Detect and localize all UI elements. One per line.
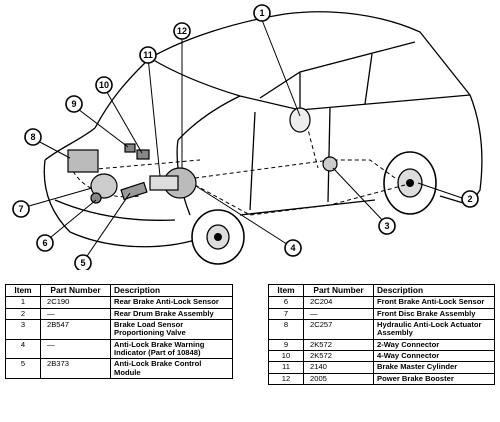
part-number: 2140 [303,361,374,374]
two-way-connector-component [124,143,136,153]
item-number: 11 [268,361,304,374]
part-description: Anti-Lock Brake Control Module [110,358,233,379]
proportioning-valve-component [322,156,338,172]
item-number: 5 [5,358,41,379]
header-description: Description [373,283,495,298]
callout-5: 5 [74,254,92,270]
item-number: 10 [268,349,304,363]
part-description: Rear Brake Anti-Lock Sensor [110,296,233,309]
part-number: 2C190 [40,296,111,309]
callout-9: 9 [65,95,83,113]
item-number: 8 [268,318,304,340]
part-description: Front Disc Brake Assembly [373,307,495,320]
part-description: Rear Drum Brake Assembly [110,307,233,320]
part-description: Power Brake Booster [373,372,495,385]
item-number: 6 [268,296,304,309]
header-item: Item [268,283,304,298]
part-number: 2B547 [40,318,111,340]
components [67,107,338,204]
callout-11: 11 [139,46,157,64]
part-description: 4-Way Connector [373,349,495,363]
item-number: 7 [268,307,304,320]
vehicle-abs-diagram: 1 2 3 4 5 6 7 8 9 10 11 12 [12,4,483,270]
callout-10: 10 [95,76,113,94]
item-number: 4 [5,338,41,360]
leader-lines [21,19,466,263]
control-module-component [120,181,148,201]
part-description: 2-Way Connector [373,338,495,351]
four-way-connector-component [136,149,150,160]
svg-text:8: 8 [30,132,35,142]
part-description: Front Brake Anti-Lock Sensor [373,296,495,309]
callout-4: 4 [284,239,302,257]
brake-lines [69,117,406,216]
item-number: 12 [268,372,304,385]
header-item: Item [5,283,41,298]
table-header-row: Item Part Number Description [268,283,495,298]
header-part-number: Part Number [40,283,111,298]
part-description: Anti-Lock Brake Warning Indicator (Part … [110,338,233,360]
item-number: 1 [5,296,41,309]
part-description: Brake Load Sensor Proportioning Valve [110,318,233,340]
part-description: Brake Master Cylinder [373,361,495,374]
svg-text:10: 10 [99,80,109,90]
front-disc-component [90,173,118,199]
svg-text:1: 1 [259,8,264,18]
part-number: — [40,307,111,320]
rear-sensor-component [289,107,311,133]
master-cylinder-component [149,175,179,191]
part-number: 2005 [303,372,374,385]
front-sensor-component [90,192,102,204]
part-number: — [40,338,111,360]
table-row: 7—Front Disc Brake Assembly [268,307,495,320]
callout-1: 1 [253,4,271,22]
part-description: Hydraulic Anti-Lock Actuator Assembly [373,318,495,340]
header-part-number: Part Number [303,283,374,298]
table-row: 4—Anti-Lock Brake Warning Indicator (Par… [5,338,233,360]
part-number: 2B373 [40,358,111,379]
part-number: 2C204 [303,296,374,309]
callout-12: 12 [173,22,191,40]
table-row: 2—Rear Drum Brake Assembly [5,307,233,320]
svg-text:2: 2 [467,194,472,204]
callout-7: 7 [12,200,30,218]
svg-text:4: 4 [290,243,295,253]
part-number: 2K572 [303,349,374,363]
svg-text:3: 3 [384,221,389,231]
callout-3: 3 [378,217,396,235]
item-number: 3 [5,318,41,340]
callout-6: 6 [36,234,54,252]
callout-8: 8 [24,128,42,146]
svg-text:7: 7 [18,204,23,214]
svg-text:11: 11 [143,50,153,60]
svg-text:9: 9 [71,99,76,109]
rear-wheel [383,151,437,215]
part-number: 2C257 [303,318,374,340]
front-wheel [191,209,245,265]
svg-text:5: 5 [80,258,85,268]
header-description: Description [110,283,233,298]
svg-text:6: 6 [42,238,47,248]
part-number: 2K572 [303,338,374,351]
callout-2: 2 [461,190,479,208]
part-number: — [303,307,374,320]
actuator-component [67,149,99,173]
item-number: 9 [268,338,304,351]
table-header-row: Item Part Number Description [5,283,233,298]
svg-text:12: 12 [177,26,187,36]
item-number: 2 [5,307,41,320]
